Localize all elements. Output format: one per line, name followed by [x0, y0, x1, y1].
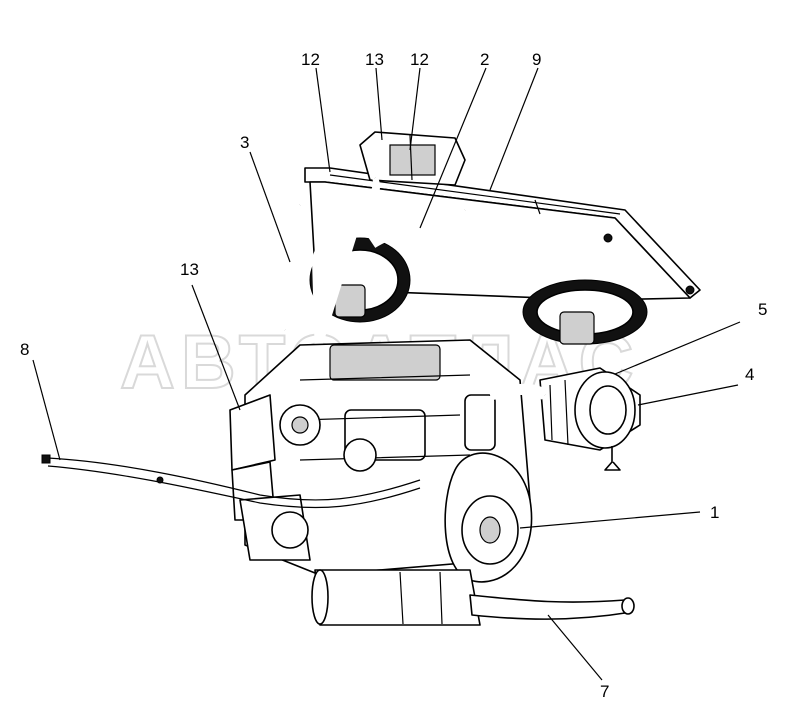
callout-1: 1 [710, 503, 719, 522]
callout-9: 9 [532, 50, 541, 69]
callout-12-visible: 12 [410, 50, 429, 69]
callout-3: 3 [240, 133, 249, 152]
callout-7: 7 [600, 682, 609, 701]
callout-13-visible: 13 [180, 260, 199, 279]
air-filter [488, 367, 641, 471]
callout-labels: 12 13 13 13 12 2 9 3 13 13 5 4 8 1 7 [20, 50, 767, 701]
coolant-hoses [262, 176, 470, 361]
expansion-tank [359, 131, 466, 186]
callout-11: 13 [365, 50, 384, 69]
wiring-harness [41, 454, 421, 509]
callout-10: 12 [301, 50, 320, 69]
exhaust-muffler [311, 569, 635, 626]
callout-2: 2 [480, 50, 489, 69]
leader-lines [32, 67, 741, 681]
callout-4: 4 [745, 365, 754, 384]
flywheel-housing [444, 394, 533, 583]
callout-5: 5 [758, 300, 767, 319]
callout-8: 8 [20, 340, 29, 359]
